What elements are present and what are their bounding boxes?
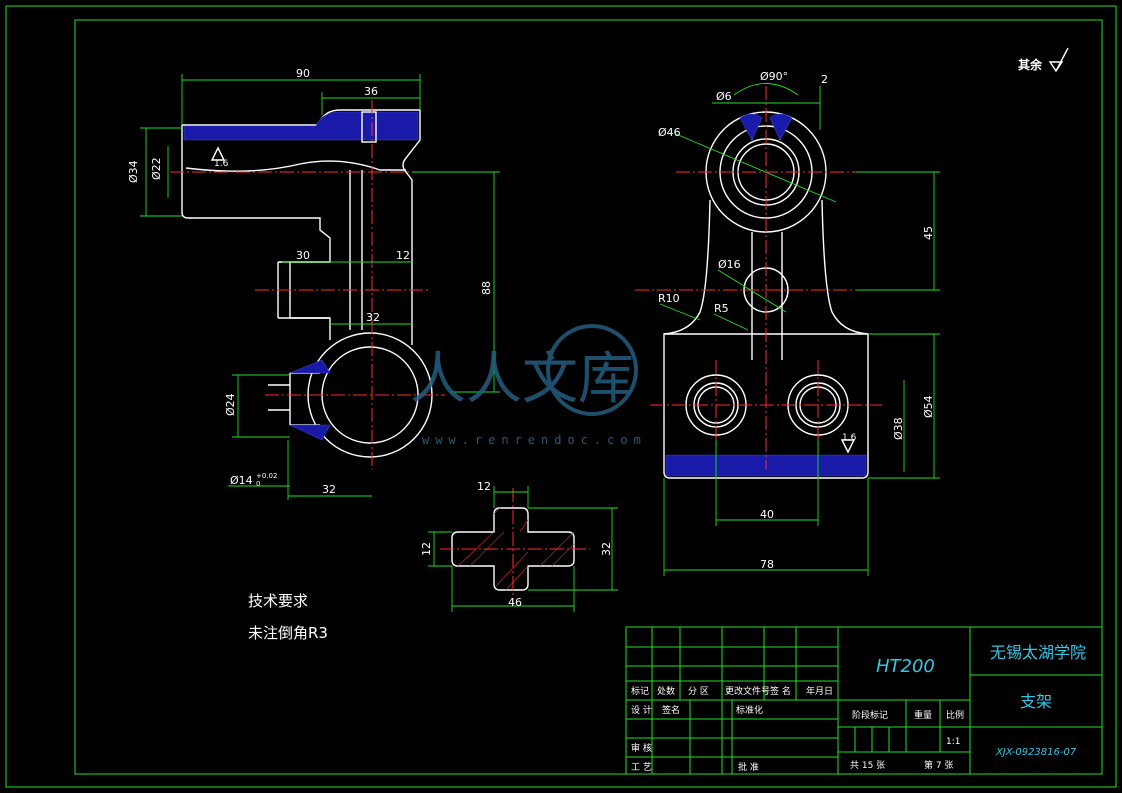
dim-12: 12 bbox=[396, 249, 410, 262]
tb-total-sheets: 共 15 张 bbox=[850, 760, 885, 771]
tb-header-doc: 更改文件号 bbox=[725, 685, 770, 697]
tb-part-name: 支架 bbox=[1020, 692, 1052, 711]
dim-78: 78 bbox=[760, 558, 774, 571]
left-view: 1.6 90 36 Ø34 Ø22 88 30 12 32 Ø24 Ø14 +0… bbox=[127, 67, 500, 500]
tb-header-date: 年月日 bbox=[806, 685, 833, 697]
tb-header-count: 处数 bbox=[657, 685, 675, 697]
dim-12-side: 12 bbox=[420, 542, 433, 556]
dim-32-mid: 32 bbox=[366, 311, 380, 324]
tb-signature: 签名 bbox=[662, 704, 680, 716]
dim-dia34: Ø34 bbox=[127, 160, 140, 183]
dim-90: 90 bbox=[296, 67, 310, 80]
tb-school: 无锡太湖学院 bbox=[990, 643, 1086, 662]
tb-scale-value: 1:1 bbox=[946, 737, 960, 747]
dim-dia22: Ø22 bbox=[150, 157, 163, 180]
roughness-value-2: 1.6 bbox=[842, 433, 857, 443]
dim-r5: R5 bbox=[714, 302, 729, 315]
tb-material: HT200 bbox=[876, 656, 935, 677]
roughness-symbol-icon bbox=[1048, 47, 1069, 73]
dim-32: 32 bbox=[600, 542, 613, 556]
tb-standardize: 标准化 bbox=[736, 704, 763, 716]
tb-approve: 批 准 bbox=[738, 761, 759, 773]
tb-stage-mark: 阶段标记 bbox=[852, 709, 888, 721]
roughness-value: 1.6 bbox=[214, 159, 229, 169]
tb-process: 工 艺 bbox=[631, 762, 652, 773]
dim-45: 45 bbox=[922, 226, 935, 240]
dim-30: 30 bbox=[296, 249, 310, 262]
right-view: 1.6 Ø90° 2 Ø6 Ø46 45 Ø16 R10 R5 Ø54 Ø38 bbox=[635, 70, 940, 576]
dim-2: 2 bbox=[821, 73, 828, 86]
dim-dia14-tol: +0.02 bbox=[256, 472, 277, 480]
watermark-chars: 人人文库 bbox=[410, 347, 634, 412]
inner-frame bbox=[74, 19, 1103, 775]
tb-weight: 重量 bbox=[914, 709, 932, 721]
dim-dia14: Ø14 bbox=[230, 474, 253, 487]
watermark: 人人文库 www.renrendoc.com bbox=[410, 324, 647, 447]
dim-46: 46 bbox=[508, 596, 522, 609]
dim-88: 88 bbox=[480, 281, 493, 295]
surface-roughness-note: 其余 bbox=[1018, 47, 1069, 73]
dim-dia46: Ø46 bbox=[658, 126, 681, 139]
dim-r10: R10 bbox=[658, 292, 680, 305]
dim-12-top: 12 bbox=[477, 480, 491, 493]
dim-dia14-tol0: 0 bbox=[256, 480, 260, 488]
roughness-icon-2 bbox=[840, 439, 856, 454]
tech-requirements-title: 技术要求 bbox=[248, 592, 308, 610]
dim-dia38: Ø38 bbox=[892, 417, 905, 440]
title-block: 标记 处数 分 区 更改文件号 签 名 年月日 设 计 签名 标准化 审 核 工… bbox=[625, 626, 1103, 775]
dim-dia6: Ø6 bbox=[716, 90, 732, 103]
tb-scale: 比例 bbox=[946, 709, 964, 721]
dim-dia54: Ø54 bbox=[922, 395, 935, 418]
dim-angle90: Ø90° bbox=[760, 70, 788, 83]
tech-requirements-text: 未注倒角R3 bbox=[248, 624, 328, 642]
dim-dia16: Ø16 bbox=[718, 258, 741, 271]
tb-drawing-no: XJX-0923816-07 bbox=[995, 747, 1077, 758]
dim-36: 36 bbox=[364, 85, 378, 98]
dim-32-bottom: 32 bbox=[322, 483, 336, 496]
watermark-url: www.renrendoc.com bbox=[422, 433, 647, 447]
cross-section-view: 12 12 32 46 bbox=[420, 480, 618, 612]
tb-design: 设 计 bbox=[631, 704, 652, 716]
tb-header-zone: 分 区 bbox=[688, 686, 709, 697]
dim-dia24: Ø24 bbox=[224, 393, 237, 416]
tb-header-mark: 标记 bbox=[631, 685, 649, 697]
tb-check: 审 核 bbox=[631, 742, 652, 754]
dim-40: 40 bbox=[760, 508, 774, 521]
tb-sheet-no: 第 7 张 bbox=[924, 759, 953, 771]
surface-note-text: 其余 bbox=[1018, 57, 1043, 72]
outer-frame bbox=[5, 5, 1117, 788]
roughness-icon bbox=[210, 146, 226, 161]
tb-header-sign: 签 名 bbox=[770, 685, 791, 697]
